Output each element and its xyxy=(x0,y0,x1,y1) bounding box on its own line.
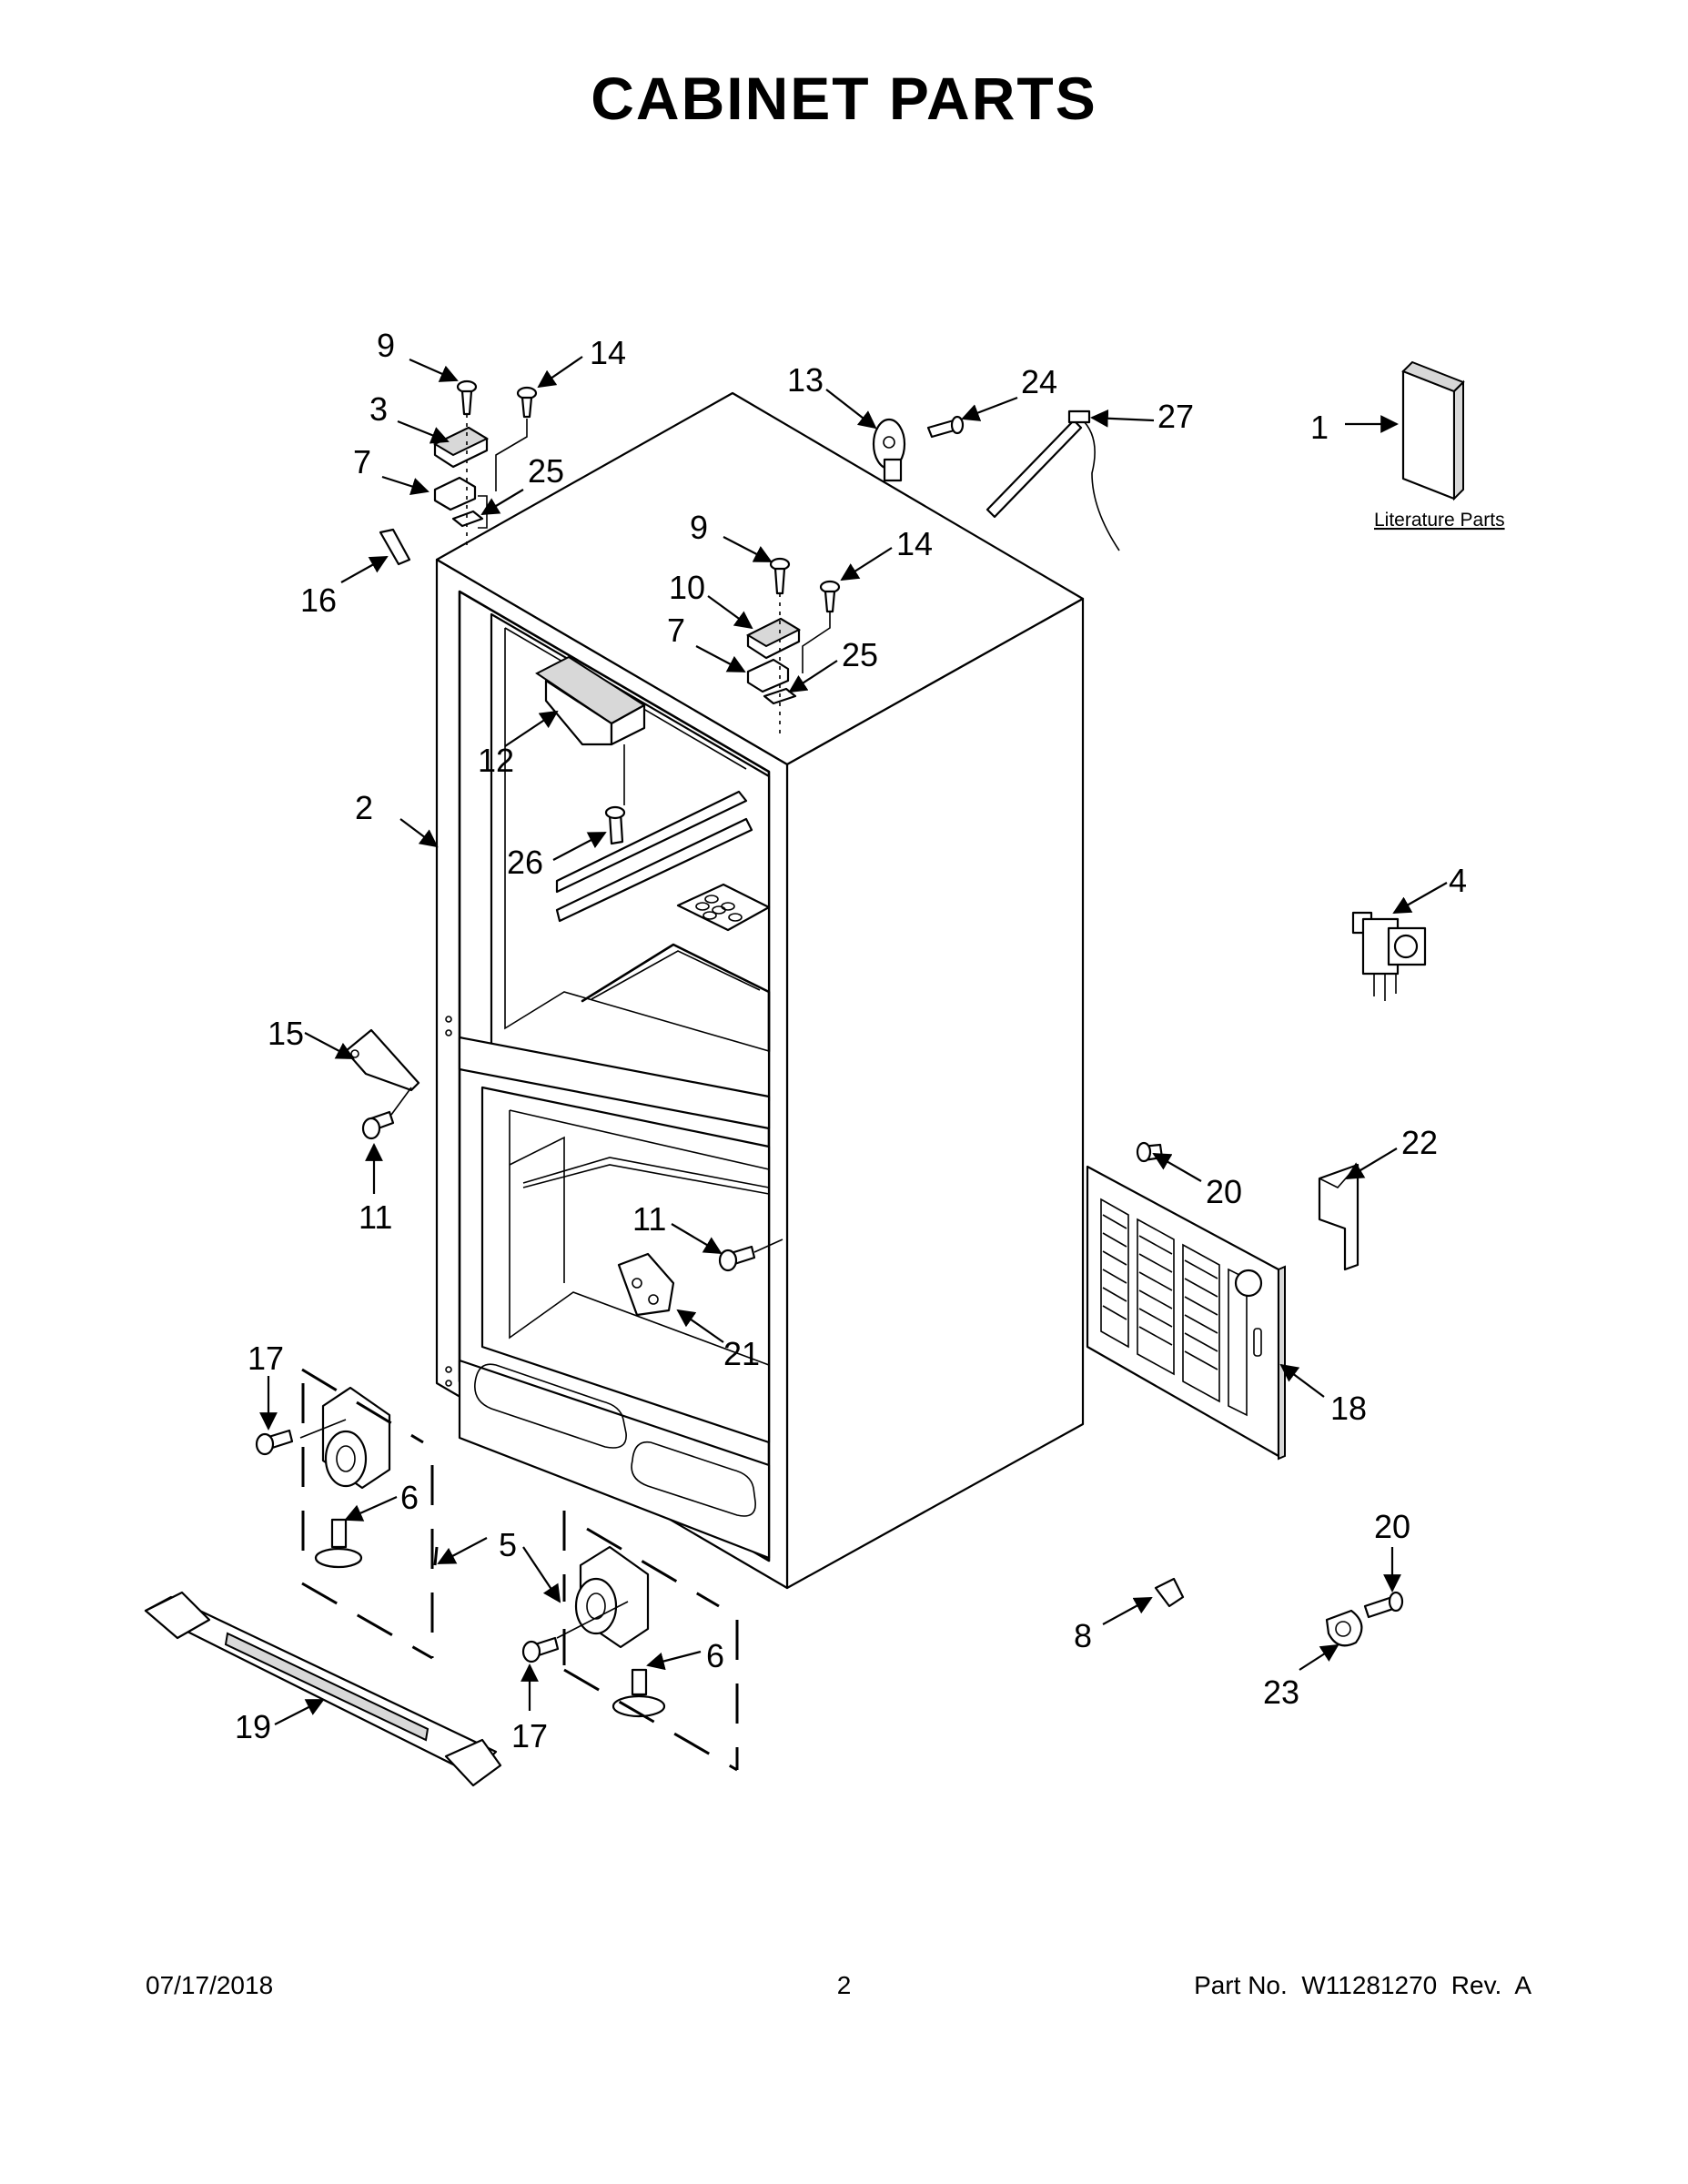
footer-part-number: Part No. W11281270 Rev. A xyxy=(1194,1971,1531,1999)
callout: 10 xyxy=(669,569,705,606)
callout: 22 xyxy=(1401,1124,1438,1161)
dashed-box-center xyxy=(433,1511,739,1772)
callout: 27 xyxy=(1157,398,1194,435)
callout: 14 xyxy=(896,525,933,562)
callout: 16 xyxy=(300,581,337,619)
callout: 1 xyxy=(1310,409,1329,446)
callout: 17 xyxy=(511,1717,548,1754)
callout: 7 xyxy=(353,443,371,480)
callout: 26 xyxy=(507,844,543,881)
callout: 21 xyxy=(723,1335,760,1372)
callout: 14 xyxy=(590,334,626,371)
callout: 5 xyxy=(499,1526,517,1563)
screw-17-left xyxy=(255,1429,294,1456)
callout: 6 xyxy=(706,1637,724,1674)
callout: 18 xyxy=(1330,1390,1367,1427)
callout: 13 xyxy=(787,361,824,399)
screw-20-top xyxy=(1136,1141,1164,1163)
screw-24 xyxy=(926,415,965,439)
screw-11-left xyxy=(361,1110,395,1140)
footer-page-number: 2 xyxy=(836,1971,852,1999)
callout: 24 xyxy=(1021,363,1057,400)
callout: 19 xyxy=(235,1708,271,1745)
callout: 9 xyxy=(690,509,708,546)
callout: 3 xyxy=(369,390,388,428)
literature-book xyxy=(1401,360,1465,501)
screw-17-center xyxy=(521,1636,560,1663)
water-tube xyxy=(986,410,1120,551)
screw-26 xyxy=(604,805,626,845)
callout-labels: 9 14 3 7 25 16 13 24 27 1 9 14 10 7 25 1… xyxy=(235,327,1505,1754)
footer-date: 07/17/2018 xyxy=(146,1971,274,1999)
callout: 8 xyxy=(1074,1617,1092,1654)
top-hinge-center xyxy=(745,557,841,737)
top-hinge-left xyxy=(432,379,538,546)
callout: 11 xyxy=(632,1200,666,1238)
callout: 25 xyxy=(842,636,878,673)
dashed-box-left xyxy=(301,1368,434,1660)
leveler-center xyxy=(556,1545,666,1718)
water-valve xyxy=(1351,911,1427,1001)
cabinet-shell xyxy=(435,391,1085,1590)
cord-clip xyxy=(872,418,906,482)
callout: 6 xyxy=(400,1479,419,1516)
grille-panel xyxy=(1086,1165,1286,1461)
page-title: CABINET PARTS xyxy=(591,65,1097,132)
bracket-12 xyxy=(535,655,646,805)
literature-parts-label: Literature Parts xyxy=(1374,510,1505,531)
bracket-15 xyxy=(344,1028,420,1116)
bracket-22 xyxy=(1318,1163,1359,1271)
callout: 12 xyxy=(478,742,514,779)
callout: 15 xyxy=(268,1015,304,1052)
callout: 7 xyxy=(667,612,685,649)
leader-lines xyxy=(259,356,1448,1725)
callout: 17 xyxy=(248,1340,284,1377)
callout: 9 xyxy=(377,327,395,364)
clip-8 xyxy=(1154,1577,1185,1608)
callout: 23 xyxy=(1263,1673,1299,1711)
bracket-21 xyxy=(617,1252,675,1317)
bracket-16 xyxy=(379,528,411,566)
clamp-23 xyxy=(1325,1609,1363,1647)
callout: 4 xyxy=(1449,862,1467,899)
callout: 2 xyxy=(355,789,373,826)
base-grille xyxy=(144,1591,502,1787)
callout: 20 xyxy=(1206,1173,1242,1210)
callout: 25 xyxy=(528,452,564,490)
callout: 20 xyxy=(1374,1508,1410,1545)
screw-11-center xyxy=(718,1239,783,1272)
screw-20-bottom xyxy=(1363,1591,1404,1619)
callout: 11 xyxy=(359,1198,392,1236)
